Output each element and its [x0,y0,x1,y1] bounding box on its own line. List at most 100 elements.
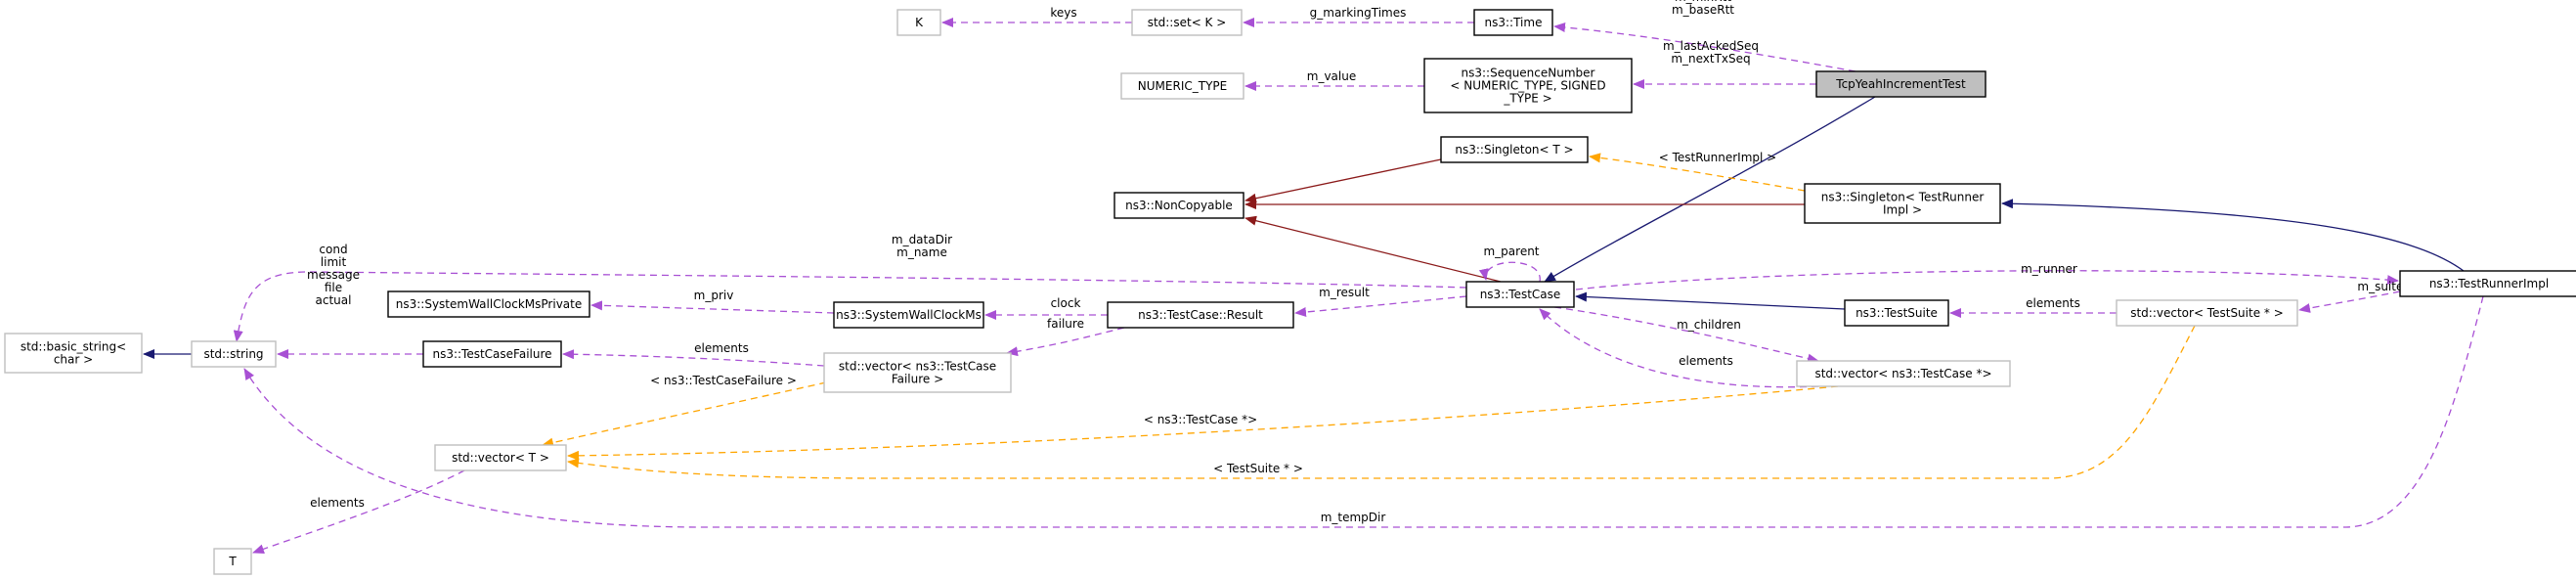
class-node-box [2116,299,2298,327]
class-node-label: std::vector< T > [452,451,549,465]
edge-label: < ns3::TestCase *> [1144,413,1257,426]
class-node-label: ns3::TestCase::Result [1138,308,1263,322]
class-node-basicstring: std::basic_string<char > [4,333,143,374]
class-node-box [1131,9,1243,36]
edge-vecsuite-to-vecT [567,325,2196,479]
class-node-label: std::vector< ns3::TestCase *> [1814,367,1991,380]
edge-label: m_value [1307,69,1356,83]
class-node-label: Impl > [1883,203,1922,217]
class-node-box [191,340,277,368]
class-node-label: ns3::TestSuite [1856,306,1938,320]
class-node-box [1473,9,1553,36]
edge-label: clock [1051,296,1081,310]
edge-label: elements [694,341,749,355]
class-node-box [1113,192,1244,219]
class-node-label: ns3::TestCase [1480,288,1561,301]
edge-runner-to-string [243,295,2484,528]
class-node-box [213,548,252,575]
class-node-label: NUMERIC_TYPE [1138,79,1227,93]
edge-veccase-to-vecT [567,385,1839,461]
class-node-box [4,333,143,374]
edge-label: m_dataDir [892,233,952,246]
class-node-box [896,9,941,36]
edge-label: < TestRunnerImpl > [1659,151,1776,164]
edge-label: failure [1047,317,1084,331]
edge-label: m_runner [2021,262,2077,276]
edge-label: m_baseRtt [1672,3,1734,17]
edge-vecfail-to-vecT [542,381,827,448]
edge-label: m_lastAckedSeq [1663,39,1759,53]
class-node-label: _TYPE > [1503,92,1551,106]
class-node-singletonT[interactable]: ns3::Singleton< T > [1440,136,1589,163]
edge-label: m_priv [694,289,734,302]
class-node-numtype: NUMERIC_TYPE [1120,72,1244,100]
edge-label: < ns3::TestCaseFailure > [650,374,797,387]
edge-runner-to-vecsuite [2298,290,2401,313]
edge-label: actual [316,293,352,307]
class-node-noncopy[interactable]: ns3::NonCopyable [1113,192,1244,219]
class-node-T: T [213,548,252,575]
edge-label: cond [319,243,347,256]
class-node-box [1815,70,1987,98]
class-node-testcase[interactable]: ns3::TestCase [1465,281,1575,308]
class-node-label: ns3::Singleton< TestRunner [1821,191,1985,204]
class-node-swcmp[interactable]: ns3::SystemWallClockMsPrivate [387,290,590,318]
edge-label: m_parent [1483,245,1539,258]
class-node-vecsuite: std::vector< TestSuite * > [2116,299,2298,327]
class-node-box [387,290,590,318]
edge-testcase-to-noncopy [1244,215,1502,283]
class-node-label: ns3::SystemWallClockMsPrivate [396,297,583,311]
class-node-testsuite[interactable]: ns3::TestSuite [1844,299,1949,327]
class-node-seqnum[interactable]: ns3::SequenceNumber< NUMERIC_TYPE, SIGNE… [1423,58,1633,113]
class-node-string: std::string [191,340,277,368]
edge-label: limit [321,255,347,269]
class-node-yeah[interactable]: TcpYeahIncrementTest [1815,70,1987,98]
class-node-singletonTR[interactable]: ns3::Singleton< TestRunnerImpl > [1804,183,2001,224]
edge-label: m_tempDir [1321,511,1386,524]
class-node-label: < NUMERIC_TYPE, SIGNED [1450,79,1605,93]
edge-label: m_name [896,245,947,259]
class-node-label: ns3::Singleton< T > [1455,143,1573,156]
edge-label: g_markingTimes [1310,6,1407,20]
edge-testcase-to-string [233,271,1467,342]
class-node-box [422,340,562,368]
edge-singletonTR-to-singletonT [1589,153,1806,192]
class-node-veccase: std::vector< ns3::TestCase *> [1796,360,2011,387]
class-node-label: Failure > [892,373,943,386]
class-node-label: K [915,16,924,29]
class-node-box [833,301,984,329]
class-node-label: ns3::TestRunnerImpl [2429,277,2549,290]
edge-vecfail-to-tcfail [562,349,825,367]
class-node-box [1804,183,2001,224]
edge-runner-to-singletonTR [2001,199,2465,272]
class-node-label: std::set< K > [1148,16,1227,29]
class-node-box [1423,58,1633,113]
class-node-vecfail: std::vector< ns3::TestCaseFailure > [823,352,1012,393]
class-node-time[interactable]: ns3::Time [1473,9,1553,36]
class-node-swcm[interactable]: ns3::SystemWallClockMs [833,301,984,329]
class-node-box [1120,72,1244,100]
class-node-label: ns3::SequenceNumber [1462,67,1595,80]
edge-label: elements [310,496,365,510]
class-node-runner[interactable]: ns3::TestRunnerImpl [2399,270,2576,297]
edge-label: file [325,281,342,294]
class-node-label: std::vector< ns3::TestCase [839,360,996,374]
class-node-label: ns3::Time [1485,16,1543,29]
class-node-label: T [228,555,237,568]
class-node-tcfail[interactable]: ns3::TestCaseFailure [422,340,562,368]
class-node-label: char > [54,353,93,367]
class-node-vecT: std::vector< T > [434,444,567,471]
edge-label: elements [1679,354,1733,368]
edge-label: m_nextTxSeq [1671,52,1750,66]
class-node-label: ns3::TestCaseFailure [432,347,551,361]
class-node-result[interactable]: ns3::TestCase::Result [1107,301,1294,329]
class-node-label: std::string [203,347,263,361]
edge-label: m_minRtt [1675,0,1731,4]
edge-testcase-to-veccase [1553,306,1819,364]
class-node-set: std::set< K > [1131,9,1243,36]
edge-testcase-to-runner [1575,270,2399,290]
class-node-label: std::basic_string< [21,340,126,354]
edge-yeah-to-time [1553,22,1856,72]
edge-yeah-to-testcase [1544,96,1876,283]
edge-label: keys [1050,6,1076,20]
